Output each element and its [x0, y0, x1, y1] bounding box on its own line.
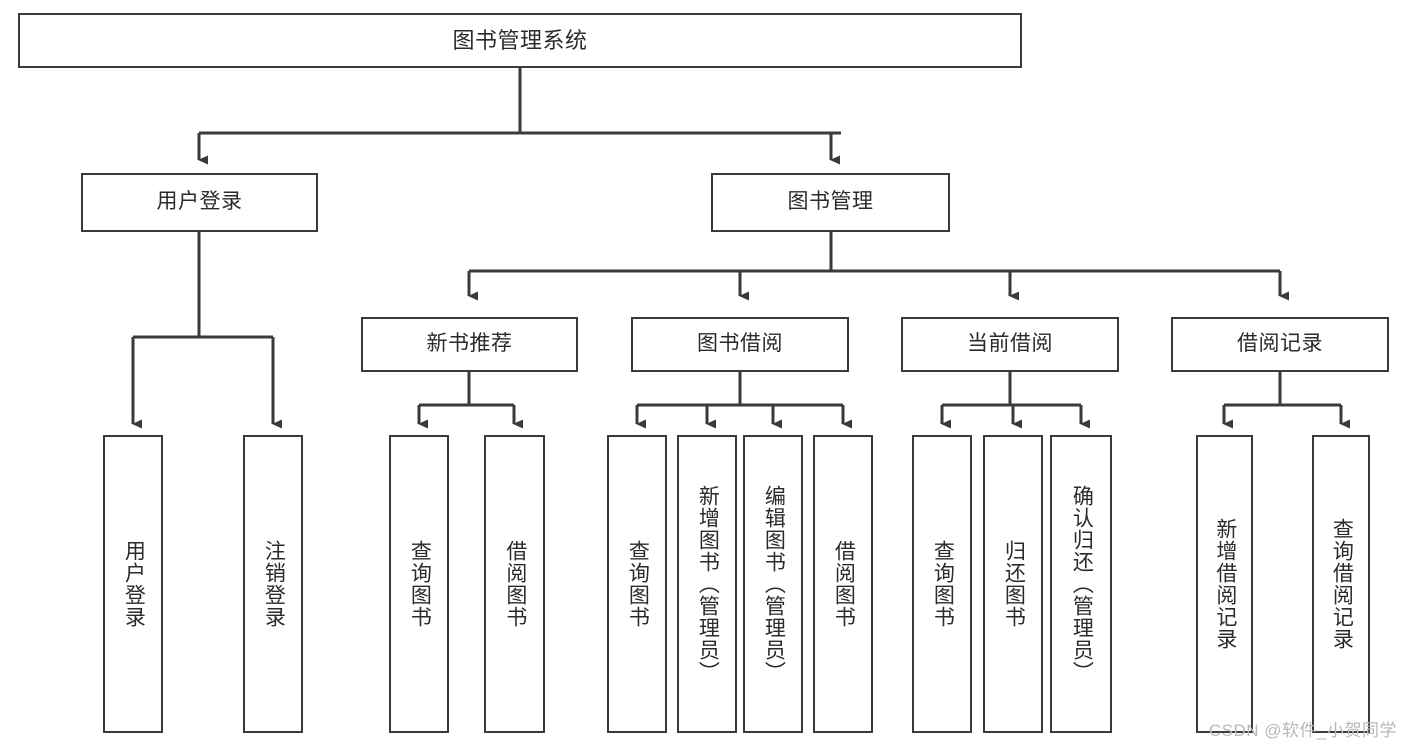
- node-leaf-query-book-current[interactable]: 查询图书: [912, 435, 972, 733]
- node-borrow-record[interactable]: 借阅记录: [1171, 317, 1389, 372]
- node-leaf-logout[interactable]: 注销登录: [243, 435, 303, 733]
- node-book-borrow[interactable]: 图书借阅: [631, 317, 849, 372]
- csdn-watermark: CSDN @软件_小贺同学: [1208, 721, 1397, 740]
- node-leaf-query-book-borrow[interactable]: 查询图书: [607, 435, 667, 733]
- node-new-book-recommend[interactable]: 新书推荐: [361, 317, 578, 372]
- node-user-login[interactable]: 用户登录: [81, 173, 318, 232]
- node-leaf-add-borrow-record[interactable]: 新增借阅记录: [1196, 435, 1253, 733]
- node-leaf-borrow-book-borrow[interactable]: 借阅图书: [813, 435, 873, 733]
- node-leaf-add-book-admin[interactable]: 新增图书（管理员）: [677, 435, 737, 733]
- node-leaf-return-book[interactable]: 归还图书: [983, 435, 1043, 733]
- node-leaf-confirm-return-admin[interactable]: 确认归还（管理员）: [1050, 435, 1112, 733]
- node-leaf-query-book-recommend[interactable]: 查询图书: [389, 435, 449, 733]
- node-current-borrow[interactable]: 当前借阅: [901, 317, 1119, 372]
- node-leaf-edit-book-admin[interactable]: 编辑图书（管理员）: [743, 435, 803, 733]
- node-leaf-user-login[interactable]: 用户登录: [103, 435, 163, 733]
- node-root-system[interactable]: 图书管理系统: [18, 13, 1022, 68]
- node-book-manage[interactable]: 图书管理: [711, 173, 950, 232]
- node-leaf-query-borrow-record[interactable]: 查询借阅记录: [1312, 435, 1370, 733]
- node-leaf-borrow-book-recommend[interactable]: 借阅图书: [484, 435, 545, 733]
